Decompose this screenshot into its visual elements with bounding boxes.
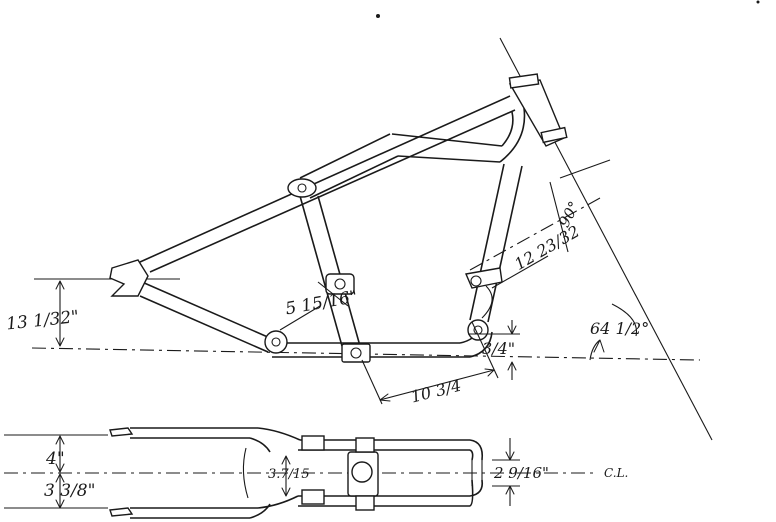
lower-front-mount [467, 319, 489, 341]
dimension-rear-axle-height: 13 1/32" [5, 280, 80, 347]
dimension-front-width: 2 9/16" [492, 438, 549, 506]
label-downtube-length: 12 23/32 [511, 222, 582, 274]
mid-mount-boss [325, 273, 355, 295]
neck-perpendicular-line [469, 197, 601, 271]
label-rake-angle: 64 1/2° [590, 319, 649, 338]
dimension-center-spacing: 3.7/15 [268, 455, 310, 497]
label-rear-width-upper: 4" [45, 449, 65, 469]
side-view: 13 1/32" 5 15/16" 3/4" 10 3/4 [5, 37, 713, 441]
lower-rear-mount [264, 330, 288, 354]
front-down-tube [469, 163, 523, 323]
top-tube [139, 95, 516, 273]
label-seat-post-offset: 5 15/16" [284, 287, 359, 319]
top-lower-rail [109, 479, 484, 519]
scan-speck [376, 14, 380, 18]
dimension-bottom-length: 10 3/4 [361, 321, 499, 407]
steering-head [508, 73, 568, 147]
rear-axle-plate [109, 259, 149, 297]
dimension-rear-width-upper: 4" [45, 435, 65, 473]
label-bottom-length: 10 3/4 [409, 376, 463, 407]
dimension-downtube-length: 12 23/32 [491, 222, 583, 289]
top-rear-crossbrace [242, 447, 249, 499]
label-bottom-height: 3/4" [482, 339, 515, 358]
label-center-spacing: 3.7/15 [268, 467, 310, 482]
lower-rear-tube [139, 281, 271, 353]
seat-post-tube [299, 195, 361, 347]
top-middle-boss [351, 461, 373, 483]
label-rear-axle-height: 13 1/32" [5, 307, 80, 335]
label-centerline: C.L. [604, 466, 628, 480]
top-upper-rail [109, 427, 484, 461]
top-view: 4" 3 3/8" 3.7/15 2 9/16" C.L. [4, 427, 628, 519]
label-rear-width-lower: 3 3/8" [44, 481, 95, 501]
label-neck-perpendicular: 90° [555, 198, 583, 230]
backbone-tube [299, 107, 526, 199]
dimension-bottom-height: 3/4" [468, 320, 520, 380]
dimension-rear-width-lower: 3 3/8" [44, 473, 95, 509]
bottom-center-block [341, 343, 371, 363]
top-center-block-lower [301, 489, 325, 505]
label-front-width: 2 9/16" [493, 464, 549, 482]
top-center-block-upper [301, 435, 325, 451]
dimension-rake-angle: 64 1/2° [589, 303, 649, 361]
seat-gusset [287, 178, 317, 198]
scan-speck [756, 0, 760, 4]
dimension-seat-post-offset: 5 15/16" [279, 281, 359, 331]
